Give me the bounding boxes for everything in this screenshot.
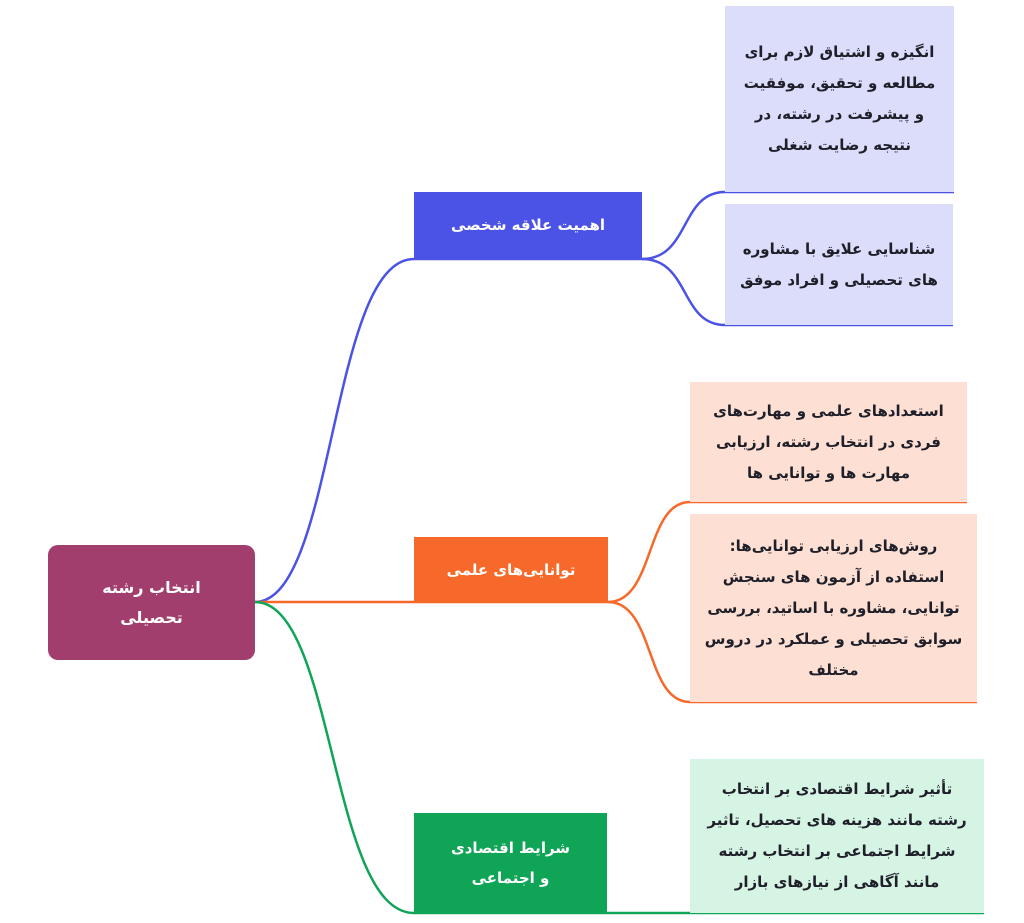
leaf-assessment-methods: روش‌های ارزیابی توانایی‌ها: استفاده از آ… bbox=[690, 514, 977, 702]
link-root-to-personal-interest bbox=[254, 257, 415, 604]
leaf-motivation: انگیزه و اشتیاق لازم برای مطالعه و تحقیق… bbox=[725, 6, 954, 192]
leaf-economic-social-impact: تأثیر شرایط اقتصادی بر انتخاب رشته مانند… bbox=[690, 759, 984, 913]
link-scientific-abilities-to-leaf-2 bbox=[607, 600, 977, 704]
link-root-to-socioeconomic bbox=[254, 600, 415, 915]
leaf-text: انگیزه و اشتیاق لازم برای مطالعه و تحقیق… bbox=[743, 43, 936, 154]
link-personal-interest-to-leaf-2 bbox=[641, 257, 953, 327]
link-scientific-abilities-to-leaf-1 bbox=[607, 500, 967, 604]
leaf-text: روش‌های ارزیابی توانایی‌ها: استفاده از آ… bbox=[704, 536, 963, 679]
branch-label: توانایی‌های علمی bbox=[446, 560, 576, 579]
branch-label: اهمیت علاقه شخصی bbox=[450, 216, 606, 234]
branch-scientific-abilities: توانایی‌های علمی bbox=[414, 537, 608, 602]
branch-label: شرایط اقتصادی و اجتماعی bbox=[450, 839, 571, 887]
link-personal-interest-to-leaf-1 bbox=[641, 190, 954, 261]
branch-personal-interest: اهمیت علاقه شخصی bbox=[414, 192, 642, 258]
leaf-text: استعدادهای علمی و مهارت‌های فردی در انتخ… bbox=[713, 401, 944, 482]
leaf-identify-interests: شناسایی علایق با مشاوره های تحصیلی و افر… bbox=[725, 204, 953, 325]
root-node: انتخاب رشته تحصیلی bbox=[48, 545, 255, 660]
leaf-text: تأثیر شرایط اقتصادی بر انتخاب رشته مانند… bbox=[707, 780, 967, 891]
leaf-talents-skills: استعدادهای علمی و مهارت‌های فردی در انتخ… bbox=[690, 382, 967, 502]
leaf-text: شناسایی علایق با مشاوره های تحصیلی و افر… bbox=[740, 239, 938, 289]
root-label: انتخاب رشته تحصیلی bbox=[102, 577, 201, 627]
branch-socioeconomic: شرایط اقتصادی و اجتماعی bbox=[414, 813, 607, 913]
